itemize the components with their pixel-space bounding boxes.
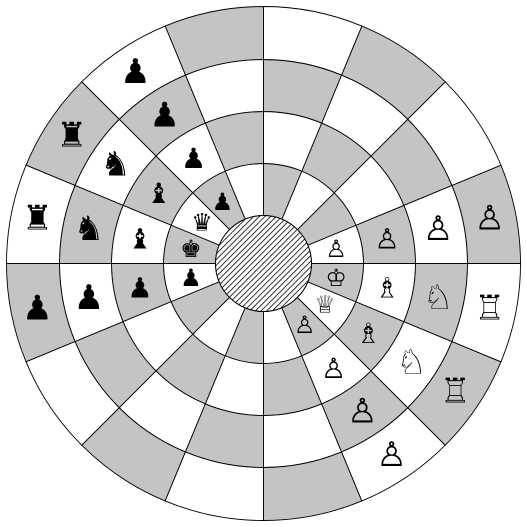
- black-pawn-icon[interactable]: ♟: [22, 289, 52, 329]
- white-bishop-icon[interactable]: ♗: [356, 317, 381, 350]
- black-knight-icon[interactable]: ♞: [74, 209, 104, 249]
- black-knight-icon[interactable]: ♞: [100, 145, 130, 185]
- center-hub: [215, 215, 312, 312]
- white-pawn-icon[interactable]: ♙: [474, 199, 504, 239]
- black-queen-icon[interactable]: ♛: [191, 208, 213, 236]
- black-bishop-icon[interactable]: ♝: [127, 222, 152, 255]
- black-pawn-icon[interactable]: ♟: [180, 264, 202, 292]
- black-pawn-icon[interactable]: ♟: [149, 96, 179, 136]
- black-rook-icon[interactable]: ♜: [22, 199, 52, 239]
- white-pawn-icon[interactable]: ♙: [321, 352, 346, 385]
- black-king-icon[interactable]: ♚: [180, 235, 202, 263]
- white-pawn-icon[interactable]: ♙: [376, 435, 406, 475]
- black-pawn-icon[interactable]: ♟: [127, 272, 152, 305]
- black-bishop-icon[interactable]: ♝: [146, 177, 171, 210]
- white-pawn-icon[interactable]: ♙: [294, 311, 316, 339]
- white-rook-icon[interactable]: ♖: [474, 289, 504, 329]
- white-bishop-icon[interactable]: ♗: [375, 272, 400, 305]
- board-squares: [6, 6, 521, 521]
- white-pawn-icon[interactable]: ♙: [325, 235, 347, 263]
- black-pawn-icon[interactable]: ♟: [181, 142, 206, 175]
- black-pawn-icon[interactable]: ♟: [74, 278, 104, 318]
- white-queen-icon[interactable]: ♕: [314, 291, 336, 319]
- white-knight-icon[interactable]: ♘: [396, 342, 426, 382]
- white-pawn-icon[interactable]: ♙: [347, 392, 377, 432]
- black-pawn-icon[interactable]: ♟: [212, 188, 234, 216]
- white-pawn-icon[interactable]: ♙: [375, 222, 400, 255]
- white-pawn-icon[interactable]: ♙: [423, 209, 453, 249]
- white-knight-icon[interactable]: ♘: [423, 278, 453, 318]
- white-king-icon[interactable]: ♔: [325, 264, 347, 292]
- square-r4-s15[interactable]: [451, 263, 521, 363]
- black-pawn-icon[interactable]: ♟: [120, 52, 150, 92]
- white-rook-icon[interactable]: ♖: [440, 372, 470, 412]
- board-pieces: ♖♘♗♕♖♘♗♔♙♙♙♙♙♙♙♙♜♞♝♛♜♞♝♚♟♟♟♟♟♟♟♟: [22, 52, 505, 475]
- black-rook-icon[interactable]: ♜: [57, 115, 87, 155]
